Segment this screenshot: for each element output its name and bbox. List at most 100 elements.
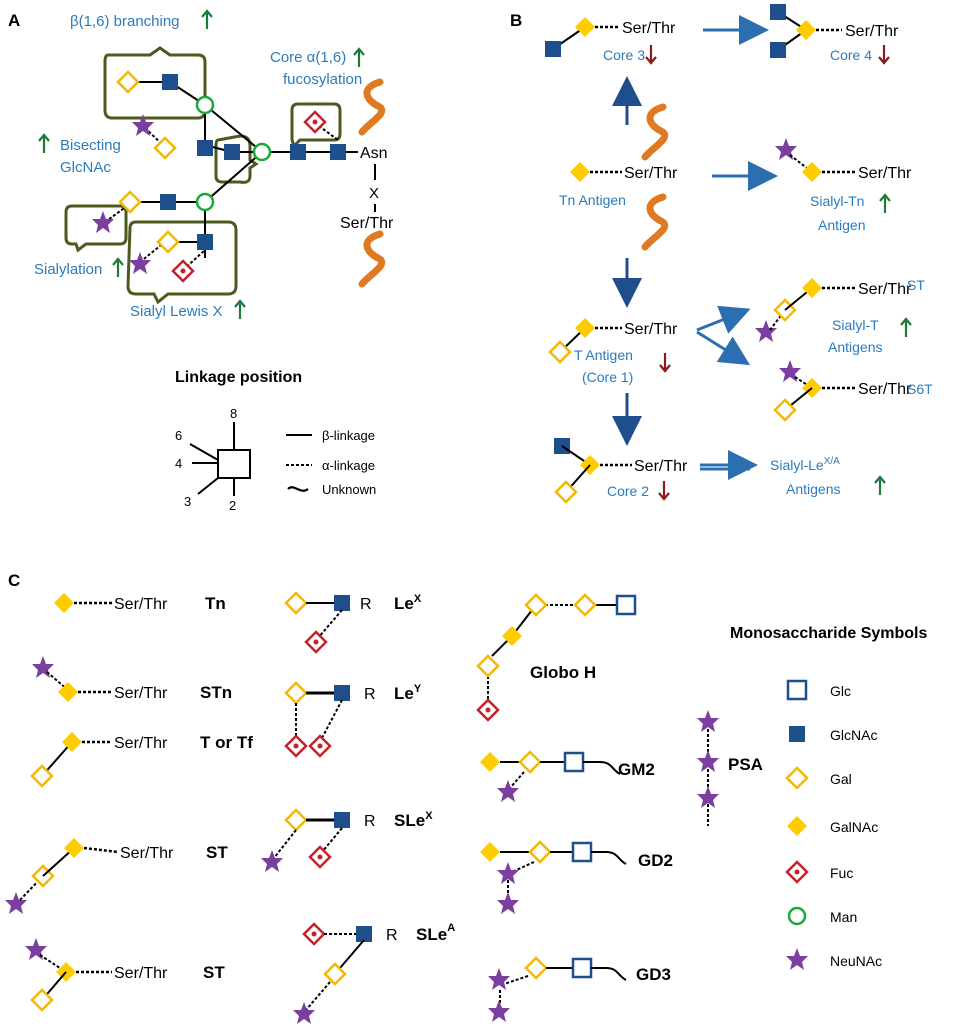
r-label: R	[364, 813, 376, 830]
glcnac-icon	[789, 726, 805, 742]
fuc-icon	[476, 698, 500, 722]
glcnac-icon	[160, 194, 176, 210]
glcnac-icon	[197, 140, 213, 156]
slex-label: Sialyl Lewis X	[130, 303, 223, 320]
t-antigen-label-2: (Core 1)	[582, 369, 633, 385]
glc-icon	[563, 751, 585, 773]
neunac-icon	[755, 320, 777, 342]
b-serthr-label: Ser/Thr	[622, 20, 676, 37]
mono-legend-title: Monosaccharide Symbols	[730, 625, 927, 642]
sialyl-le-label-1: Sialyl-LeX/A	[770, 456, 840, 473]
fuc-icon	[302, 922, 326, 946]
b-serthr-label: Ser/Thr	[858, 381, 912, 398]
st-label-c2: ST	[203, 963, 225, 982]
neunac-icon	[497, 780, 519, 802]
c-serthr-label: Ser/Thr	[114, 596, 168, 613]
glcnac-icon	[334, 685, 350, 701]
fuc-icon	[308, 845, 332, 869]
neunac-icon	[775, 138, 797, 160]
down-arrow-icon	[657, 479, 671, 501]
glcnac-icon	[545, 41, 561, 57]
neunac-icon	[92, 211, 114, 233]
gal-icon	[284, 681, 308, 705]
fuc-icon	[284, 734, 308, 758]
man-icon	[252, 142, 272, 162]
gal-icon	[528, 840, 552, 864]
c-serthr-label: Ser/Thr	[114, 735, 168, 752]
neunac-icon	[25, 938, 47, 960]
slea-label: SLeA	[416, 922, 455, 944]
panel-b: B Ser/Thr Core 3 Ser/Thr Core 4 Ser/Thr …	[510, 4, 933, 504]
c-serthr-label: Ser/Thr	[120, 845, 174, 862]
up-arrow-icon	[200, 9, 214, 31]
beta16-label: β(1,6) branching	[70, 13, 180, 30]
fuc-icon	[171, 259, 195, 283]
lex-label: LeX	[394, 593, 422, 613]
up-arrow-icon	[352, 47, 366, 69]
r-label: R	[364, 686, 376, 703]
bisect-label-2: GlcNAc	[60, 159, 111, 176]
gm2-label: GM2	[618, 760, 655, 779]
panel-a-label: A	[8, 11, 20, 30]
panel-a: A β(1,6) branching Core α(1,6) fucosylat…	[8, 9, 394, 513]
sialyl-t-label-2: Antigens	[828, 339, 882, 355]
fuc-icon	[785, 860, 809, 884]
galnac-icon	[54, 593, 74, 613]
glcnac-icon	[356, 926, 372, 942]
gal-icon	[773, 398, 797, 422]
sialyl-le-label-2: Antigens	[786, 481, 840, 497]
legend-fuc: Fuc	[830, 865, 853, 881]
sialylation-label: Sialylation	[34, 261, 102, 278]
b-serthr-label: Ser/Thr	[624, 321, 678, 338]
pos-2: 2	[229, 498, 236, 513]
neunac-icon	[261, 850, 283, 872]
b-serthr-label: Ser/Thr	[634, 458, 688, 475]
c-serthr-label: Ser/Thr	[114, 965, 168, 982]
b-serthr-label: Ser/Thr	[858, 165, 912, 182]
peptide-icon	[362, 234, 382, 284]
up-arrow-icon	[233, 299, 247, 321]
x-residue: X	[369, 185, 379, 202]
t-or-tf-label: T or Tf	[200, 733, 253, 752]
sialyl-t-label-1: Sialyl-T	[832, 317, 879, 333]
bisect-label-1: Bisecting	[60, 137, 121, 154]
glcnac-icon	[197, 234, 213, 250]
legend-gal: Gal	[830, 771, 852, 787]
neunac-icon	[779, 360, 801, 382]
gal-icon	[153, 136, 177, 160]
gd2-label: GD2	[638, 851, 673, 870]
linkage-title: Linkage position	[175, 369, 302, 386]
stn-label: STn	[200, 683, 232, 702]
gal-icon	[573, 593, 597, 617]
galnac-icon	[802, 278, 822, 298]
neunac-icon	[488, 968, 510, 990]
peptide-icon	[645, 107, 665, 157]
up-arrow-icon	[873, 475, 887, 497]
glc-icon	[615, 594, 637, 616]
st-label-c: ST	[206, 843, 228, 862]
neunac-icon	[293, 1002, 315, 1024]
glcnac-icon	[330, 144, 346, 160]
man-icon	[195, 95, 215, 115]
fuc-icon	[304, 630, 328, 654]
sialyl-tn-label-2: Antigen	[818, 217, 865, 233]
legend-glcnac: GlcNAc	[830, 727, 877, 743]
sialyl-tn-label-1: Sialyl-Tn	[810, 193, 864, 209]
legend-neunac: NeuNAc	[830, 953, 882, 969]
gal-icon	[785, 766, 809, 790]
galnac-icon	[787, 816, 807, 836]
neunac-icon	[488, 1000, 510, 1022]
gal-icon	[284, 808, 308, 832]
a-bonds	[130, 81, 358, 258]
ley-label: LeY	[394, 683, 422, 703]
glc-icon	[571, 957, 593, 979]
neunac-icon	[786, 948, 808, 970]
glcnac-icon	[334, 595, 350, 611]
core3-label: Core 3	[603, 47, 645, 63]
glc-icon	[571, 841, 593, 863]
globo-h-label: Globo H	[530, 663, 596, 682]
fuc-icon	[303, 110, 327, 134]
legend-glc: Glc	[830, 683, 851, 699]
pos-6: 6	[175, 428, 182, 443]
